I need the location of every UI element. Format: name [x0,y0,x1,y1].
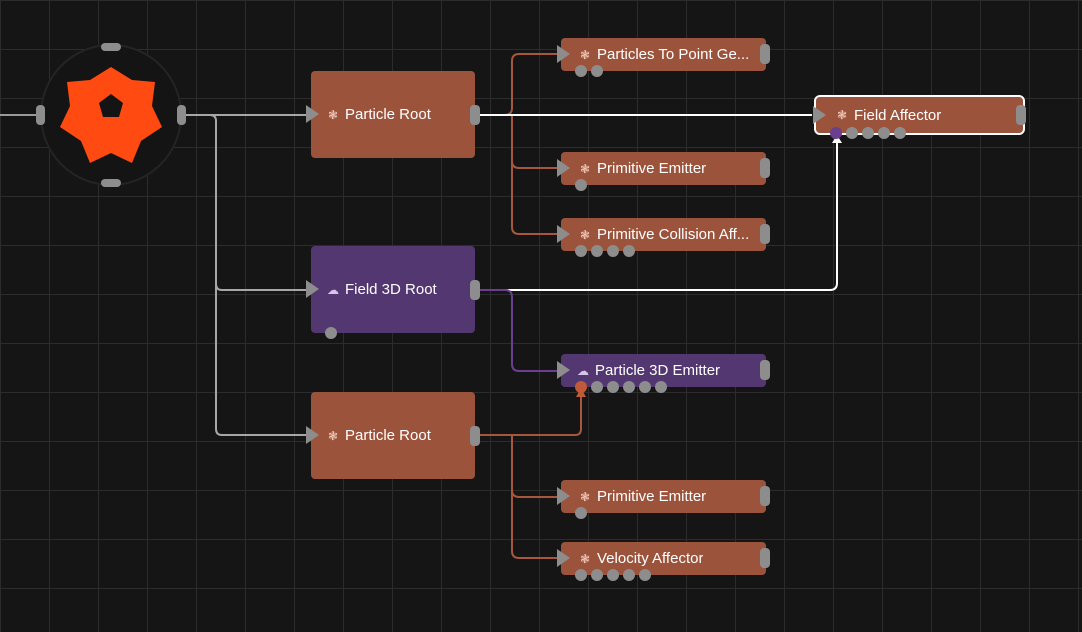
port-dots[interactable] [575,569,651,581]
input-port[interactable] [306,426,319,444]
input-port[interactable] [557,361,570,379]
output-port[interactable] [760,158,770,178]
port-dots[interactable] [575,381,667,393]
primitive-emitter-node[interactable]: ❃ Primitive Emitter [557,152,770,191]
node-label: Field 3D Root [345,281,437,298]
particle-icon: ❃ [579,47,591,62]
particle-icon: ❃ [579,161,591,176]
node-label: Particle Root [345,427,431,444]
port-dots[interactable] [830,127,906,139]
primitive-collision-node[interactable]: ❃ Primitive Collision Aff... [557,218,770,257]
particles-to-point-node[interactable]: ❃ Particles To Point Ge... [557,38,770,77]
output-port[interactable] [760,548,770,568]
logo-bottom-port[interactable] [101,179,121,187]
output-port[interactable] [470,105,480,125]
output-port[interactable] [1016,105,1026,125]
logo-top-port[interactable] [101,43,121,51]
port-dots[interactable] [325,327,337,339]
input-port[interactable] [557,487,570,505]
particle-icon: ❃ [327,428,339,443]
port-dots[interactable] [575,179,587,191]
particle-icon: ❃ [579,227,591,242]
node-label: Primitive Collision Aff... [597,226,750,243]
particle-icon: ❃ [579,551,591,566]
output-port[interactable] [760,224,770,244]
input-port[interactable] [813,106,826,124]
node-label: Field Affector [854,106,942,124]
root-logo[interactable] [0,43,186,187]
node-label: Primitive Emitter [597,160,707,177]
input-port[interactable] [306,280,319,298]
cloud-icon: ☁ [327,282,339,297]
particle-icon: ❃ [327,107,339,122]
primitive-emitter-node[interactable]: ❃ Primitive Emitter [557,480,770,519]
field-3d-root-node[interactable]: ☁ Field 3D Root [306,246,480,339]
output-port[interactable] [470,280,480,300]
node-label: Particle Root [345,106,431,123]
input-port[interactable] [557,159,570,177]
particle-3d-emitter-node[interactable]: ☁ Particle 3D Emitter [557,354,770,393]
node-label: Velocity Affector [597,550,704,567]
field-affector-node[interactable]: ❃ Field Affector [813,95,1026,139]
port-dots[interactable] [575,245,635,257]
output-port[interactable] [760,44,770,64]
particle-root-node[interactable]: ❃ Particle Root [306,392,480,479]
output-port[interactable] [470,426,480,446]
input-port[interactable] [306,105,319,123]
output-port[interactable] [760,486,770,506]
port-dots[interactable] [575,65,603,77]
node-label: Particle 3D Emitter [595,362,721,379]
node-label: Particles To Point Ge... [597,46,750,63]
particle-icon: ❃ [836,108,848,122]
velocity-affector-node[interactable]: ❃ Velocity Affector [557,542,770,581]
port-dots[interactable] [575,507,587,519]
input-port[interactable] [557,225,570,243]
input-port[interactable] [557,549,570,567]
node-label: Primitive Emitter [597,488,707,505]
particle-root-node[interactable]: ❃ Particle Root [306,71,480,158]
particle-icon: ❃ [579,489,591,504]
logo-input-port[interactable] [36,105,45,125]
logo-output-port[interactable] [177,105,186,125]
input-port[interactable] [557,45,570,63]
output-port[interactable] [760,360,770,380]
cloud-icon: ☁ [577,363,589,378]
